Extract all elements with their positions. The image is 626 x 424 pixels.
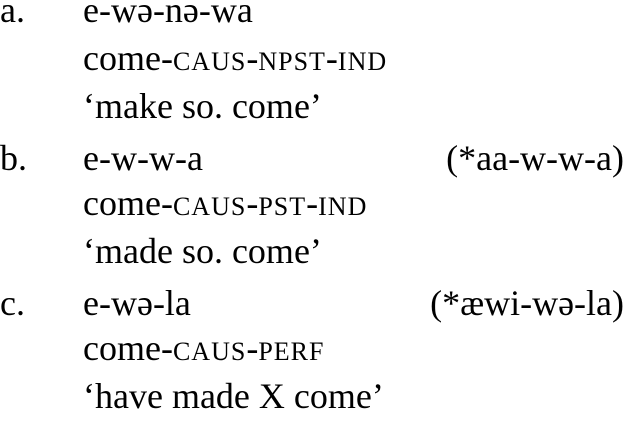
gloss-root: come — [83, 183, 161, 223]
gloss-tag: NPST — [258, 47, 326, 76]
gloss-tag: IND — [337, 47, 388, 76]
form-line: a. e-wə-nə-wa — [0, 0, 626, 38]
form-line: c. e-wə-la (*æwi-wə-la) — [0, 283, 626, 331]
gloss-root: come — [83, 38, 161, 78]
gloss-tag: IND — [318, 192, 368, 221]
example-translation: ‘make so. come’ — [83, 86, 322, 126]
translation-line: ‘make so. come’ — [0, 86, 626, 134]
example-translation: ‘have made X come’ — [83, 376, 384, 416]
gloss-tag: PST — [258, 192, 307, 221]
gloss-line: come-CAUS-NPST-IND — [0, 38, 626, 86]
gloss-tag: CAUS — [172, 192, 247, 221]
gloss-tag: CAUS — [172, 337, 247, 366]
example-gloss: come-CAUS-PST-IND — [83, 183, 367, 227]
example-label: a. — [0, 0, 25, 30]
gloss-separator: - — [246, 38, 259, 78]
gloss-separator: - — [325, 38, 338, 78]
gloss-line: come-CAUS-PST-IND — [0, 183, 626, 231]
gloss-tag: PERF — [258, 337, 325, 366]
gloss-separator: - — [246, 183, 259, 223]
gloss-separator: - — [160, 38, 173, 78]
example-form: e-wə-nə-wa — [83, 0, 253, 30]
example-form: e-wə-la — [83, 283, 191, 323]
example-label: b. — [0, 138, 27, 178]
example-gloss: come-CAUS-NPST-IND — [83, 38, 387, 82]
gloss-separator: - — [246, 328, 259, 368]
gloss-root: come — [83, 328, 161, 368]
gloss-separator: - — [306, 183, 319, 223]
ungrammatical-alternative: (*aa-w-w-a) — [446, 138, 624, 178]
gloss-line: come-CAUS-PERF — [0, 328, 626, 376]
translation-line: ‘made so. come’ — [0, 231, 626, 279]
example-label: c. — [0, 283, 25, 323]
gloss-separator: - — [160, 183, 173, 223]
ungrammatical-alternative: (*æwi-wə-la) — [430, 283, 624, 323]
example-form: e-w-w-a — [83, 138, 203, 178]
gloss-tag: CAUS — [172, 47, 247, 76]
gloss-separator: - — [160, 328, 173, 368]
translation-line: ‘have made X come’ — [0, 376, 626, 424]
example-translation: ‘made so. come’ — [83, 231, 322, 271]
form-line: b. e-w-w-a (*aa-w-w-a) — [0, 138, 626, 186]
example-gloss: come-CAUS-PERF — [83, 328, 324, 372]
